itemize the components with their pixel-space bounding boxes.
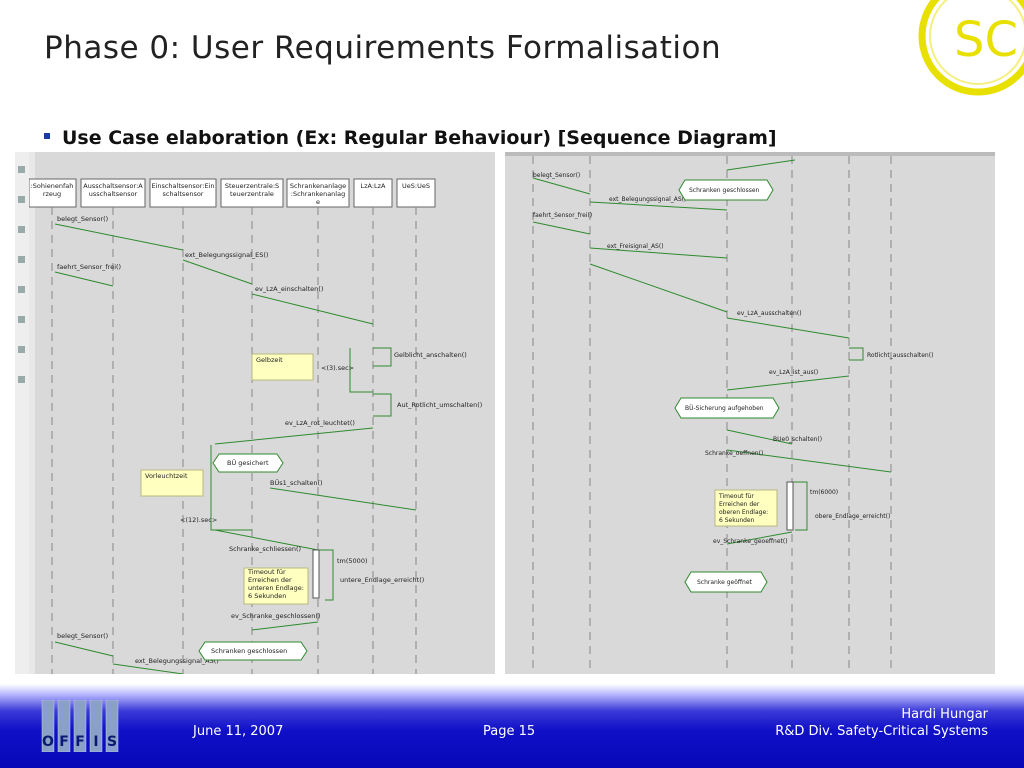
footer-division: R&D Div. Safety-Critical Systems (775, 724, 988, 739)
msg-label: ev_Schranke_geschlossen() (231, 612, 320, 620)
msg-label: ext_Freisignal_AS() (607, 243, 664, 250)
msg-label: BÜs1_schalten() (270, 478, 323, 487)
offis-letter: O (42, 734, 54, 750)
offis-logo: O F F I S (41, 700, 119, 752)
msg-label: ev_LzA_ist_aus() (769, 369, 818, 376)
note-text: Gelbzeit (256, 356, 283, 364)
msg-label: belegt_Sensor() (57, 215, 108, 223)
note-text: oberen Endlage: (719, 509, 768, 516)
footer-author: Hardi Hungar (901, 707, 988, 722)
svg-text:UeS:UeS: UeS:UeS (402, 182, 430, 190)
offis-letter: F (59, 734, 69, 750)
msg-label: faehrt_Sensor_frei() (533, 212, 592, 219)
note-text: Timeout für (247, 568, 286, 576)
msg-label: ev_LzA_ausschalten() (737, 310, 802, 317)
svg-text:LzA:LzA: LzA:LzA (360, 182, 386, 190)
msg-label: Aut_Rotlicht_umschalten() (397, 401, 482, 409)
note-text: Vorleuchtzeit (145, 472, 188, 480)
svg-text:Schrankenanlage: Schrankenanlage (290, 182, 346, 190)
state-label: BÜ-Sicherung aufgehoben (685, 405, 764, 412)
svg-text::Schrankenanlag: :Schrankenanlag (291, 190, 345, 198)
msg-label: tm(5000) (337, 557, 368, 565)
msg-label: <(3).sec> (321, 364, 354, 372)
msg-label: BUe0_schalten() (773, 436, 822, 443)
footer-band (0, 684, 1024, 768)
svg-text:e: e (316, 198, 320, 206)
footer-date: June 11, 2007 (193, 724, 284, 739)
msg-label: ev_LzA_rot_leuchtet() (285, 419, 355, 427)
svg-text:Steuerzentrale:S: Steuerzentrale:S (225, 182, 279, 190)
state-label: BÜ gesichert (227, 458, 269, 467)
msg-label: ev_LzA_einschalten() (255, 285, 323, 293)
bullet-square-icon (44, 132, 50, 139)
tool-strip (15, 152, 29, 674)
msg-label: obere_Endlage_erreicht() (815, 513, 890, 520)
msg-label: Gelblicht_anschalten() (394, 351, 467, 359)
msg-label: untere_Endlage_erreicht() (340, 576, 424, 584)
offis-letter: S (107, 734, 117, 750)
svg-text:schaltsensor: schaltsensor (163, 190, 204, 198)
right-diagram-svg: belegt_Sensor() ext_Belegungssignal_AS()… (505, 152, 995, 674)
bullet-item: Use Case elaboration (Ex: Regular Behavi… (44, 127, 777, 149)
msg-label: Schranke_oeffnen() (705, 450, 763, 457)
logo-text: SC (954, 12, 1018, 68)
msg-label: <(12).sec> (180, 516, 217, 524)
state-label: Schranken geschlossen (689, 187, 760, 194)
slide-title: Phase 0: User Requirements Formalisation (44, 30, 722, 66)
svg-text:teuerzentrale: teuerzentrale (230, 190, 274, 198)
msg-label: ext_Belegungssignal_AS() (135, 657, 219, 665)
svg-text::Sohienenfah: :Sohienenfah (31, 182, 74, 190)
footer-page: Page 15 (483, 724, 536, 739)
svg-text:usschaltsensor: usschaltsensor (89, 190, 138, 198)
sc-logo: SC (918, 0, 1024, 96)
note-text: Timeout für (718, 493, 754, 500)
msg-label: ext_Belegungssignal_AS() (609, 196, 686, 203)
bullet-text: Use Case elaboration (Ex: Regular Behavi… (62, 127, 777, 149)
svg-text:Einschaltsensor:Ein: Einschaltsensor:Ein (151, 182, 214, 190)
note-text: unteren Endlage: (248, 584, 304, 592)
note-text: 6 Sekunden (719, 517, 755, 524)
state-label: Schranken geschlossen (211, 647, 287, 655)
state-label: Schranke geöffnet (697, 579, 753, 586)
msg-label: tm(6000) (810, 489, 838, 496)
msg-label: faehrt_Sensor_frei() (57, 263, 121, 271)
note-text: Erreichen der (719, 501, 760, 508)
msg-label: Rotlicht_ausschalten() (867, 352, 933, 359)
msg-label: belegt_Sensor() (533, 172, 580, 179)
svg-text:rzeug: rzeug (43, 190, 61, 198)
offis-letter: I (93, 734, 98, 750)
msg-label: belegt_Sensor() (57, 632, 108, 640)
right-sequence-diagram: belegt_Sensor() ext_Belegungssignal_AS()… (505, 152, 995, 674)
note-text: 6 Sekunden (248, 592, 286, 600)
offis-letter: F (75, 734, 85, 750)
msg-label: ev_Schranke_geoeffnet() (713, 538, 788, 545)
note-text: Erreichen der (248, 576, 292, 584)
svg-text:Ausschaltsensor:A: Ausschaltsensor:A (83, 182, 143, 190)
msg-label: Schranke_schliessen() (229, 545, 301, 553)
msg-label: ext_Belegungssignal_ES() (185, 251, 268, 259)
